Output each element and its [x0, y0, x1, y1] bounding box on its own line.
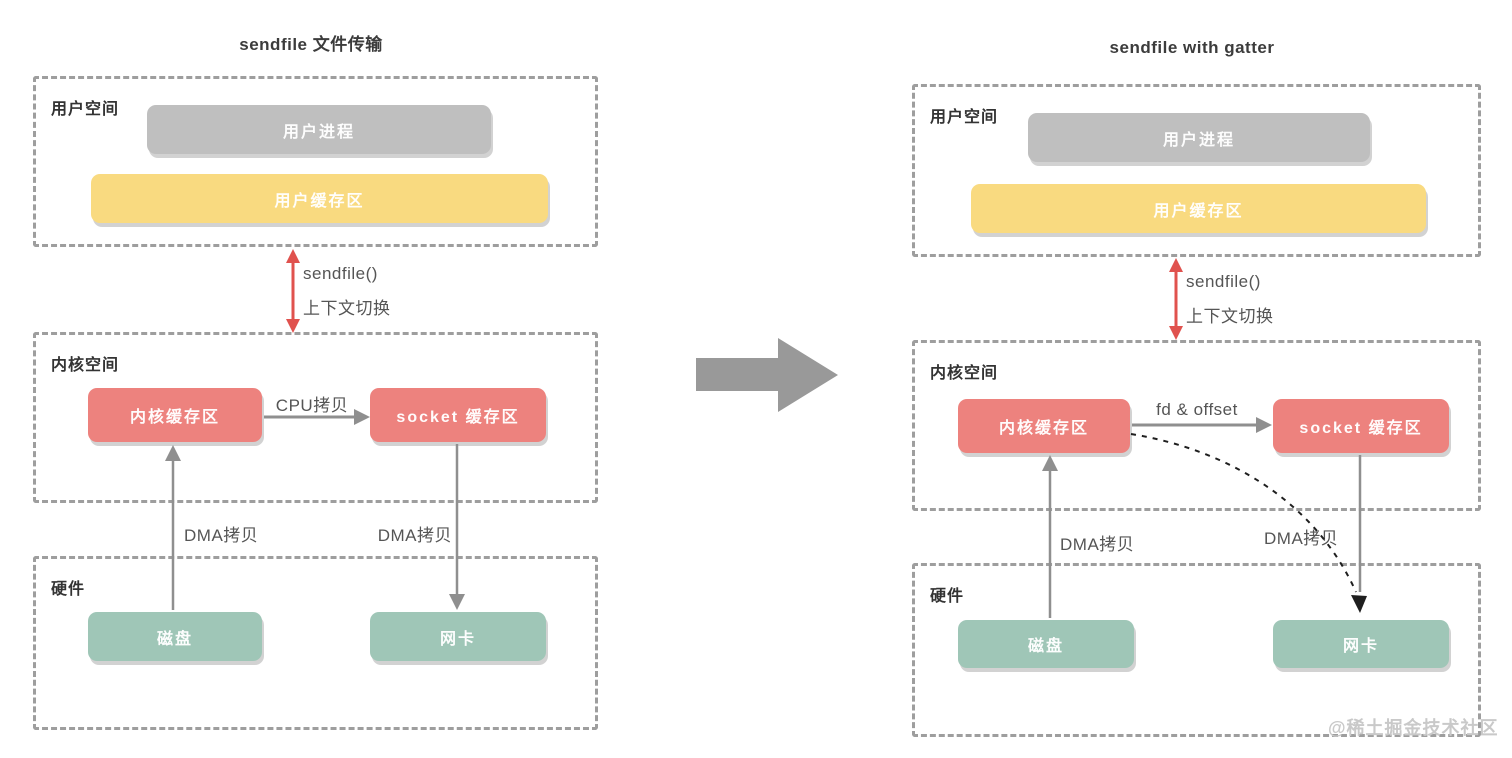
left-user-space-label: 用户空间: [51, 101, 120, 118]
right-disk-node: 磁盘: [958, 620, 1134, 668]
left-dma-copy-label-disk: DMA拷贝: [184, 526, 259, 545]
right-user-space-box: 用户空间: [912, 84, 1481, 257]
right-dma-copy-label-nic: DMA拷贝: [1264, 529, 1339, 548]
left-user-process-node: 用户进程: [147, 105, 491, 154]
right-context-switch-label: 上下文切换: [1186, 307, 1274, 326]
right-diagram-title: sendfile with gatter: [1109, 38, 1275, 57]
left-hardware-box: 硬件: [33, 556, 598, 730]
right-nic-node: 网卡: [1273, 620, 1449, 668]
right-user-space-label: 用户空间: [930, 109, 999, 126]
left-user-buffer-node: 用户缓存区: [91, 174, 548, 223]
left-diagram-title: sendfile 文件传输: [239, 35, 383, 54]
big-transition-arrow: [696, 338, 838, 412]
left-kernel-space-label: 内核空间: [51, 357, 120, 374]
left-disk-node: 磁盘: [88, 612, 262, 661]
left-kernel-buffer-node: 内核缓存区: [88, 388, 262, 442]
left-syscall-label: sendfile(): [303, 264, 378, 283]
right-hardware-label: 硬件: [930, 588, 965, 605]
right-fd-offset-label: fd & offset: [1156, 400, 1238, 419]
left-hardware-label: 硬件: [51, 581, 86, 598]
left-syscall-arrow: [286, 249, 300, 333]
right-user-buffer-node: 用户缓存区: [971, 184, 1426, 233]
left-kernel-space-box: 内核空间: [33, 332, 598, 503]
left-dma-copy-label-nic: DMA拷贝: [377, 526, 452, 545]
right-kernel-buffer-node: 内核缓存区: [958, 399, 1130, 453]
left-nic-node: 网卡: [370, 612, 546, 661]
watermark-text: @稀土掘金技术社区: [1328, 718, 1499, 738]
right-syscall-arrow: [1169, 258, 1183, 340]
left-cpu-copy-label: CPU拷贝: [275, 396, 349, 415]
left-socket-buffer-node: socket 缓存区: [370, 388, 546, 442]
right-dma-copy-label-disk: DMA拷贝: [1060, 535, 1135, 554]
right-syscall-label: sendfile(): [1186, 272, 1261, 291]
right-socket-buffer-node: socket 缓存区: [1273, 399, 1449, 453]
left-user-space-box: 用户空间: [33, 76, 598, 247]
left-context-switch-label: 上下文切换: [303, 299, 391, 318]
right-kernel-space-label: 内核空间: [930, 365, 999, 382]
right-user-process-node: 用户进程: [1028, 113, 1370, 162]
